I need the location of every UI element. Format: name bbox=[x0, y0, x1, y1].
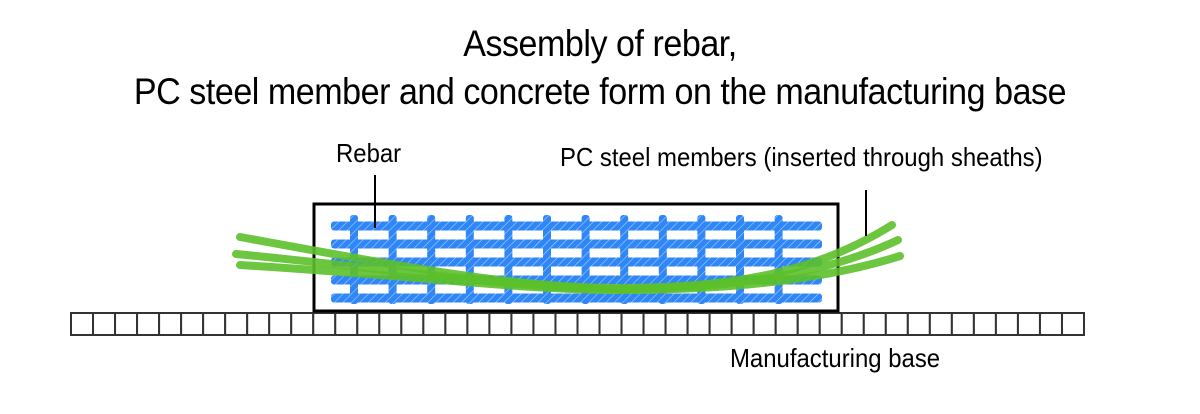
base-cell bbox=[730, 312, 755, 336]
base-cell bbox=[862, 312, 887, 336]
base-cell bbox=[972, 312, 997, 336]
rebar-horizontal-bar bbox=[331, 239, 822, 249]
concrete-form bbox=[312, 202, 840, 313]
base-cell bbox=[444, 312, 469, 336]
base-cell bbox=[268, 312, 293, 336]
base-cell bbox=[180, 312, 205, 336]
base-cell bbox=[488, 312, 513, 336]
base-cell bbox=[114, 312, 139, 336]
base-cell bbox=[510, 312, 535, 336]
rebar-vertical-bar bbox=[581, 215, 590, 304]
base-cell bbox=[796, 312, 821, 336]
base-cell bbox=[884, 312, 909, 336]
base-cell bbox=[70, 312, 95, 336]
base-cell bbox=[840, 312, 865, 336]
rebar-vertical-bar bbox=[504, 215, 513, 304]
rebar-vertical-bar bbox=[465, 215, 474, 304]
base-cell bbox=[752, 312, 777, 336]
base-cell bbox=[708, 312, 733, 336]
base-cell bbox=[620, 312, 645, 336]
manufacturing-base-label: Manufacturing base bbox=[730, 343, 941, 373]
title-line-1: Assembly of rebar, bbox=[463, 23, 737, 64]
pc-steel-members bbox=[232, 221, 904, 295]
base-cell bbox=[532, 312, 557, 336]
base-cell bbox=[1016, 312, 1041, 336]
base-cell bbox=[136, 312, 161, 336]
base-cell bbox=[202, 312, 227, 336]
base-cell bbox=[422, 312, 447, 336]
base-cell bbox=[642, 312, 667, 336]
rebar-vertical-bar bbox=[658, 215, 667, 304]
base-cell bbox=[1038, 312, 1063, 336]
base-cell bbox=[928, 312, 953, 336]
base-cell bbox=[224, 312, 249, 336]
base-cell bbox=[906, 312, 931, 336]
pc-steel-label: PC steel members (inserted through sheat… bbox=[560, 142, 1043, 172]
rebar-horizontal-bar bbox=[331, 221, 822, 231]
base-cell bbox=[554, 312, 579, 336]
base-cell bbox=[92, 312, 117, 336]
base-cell bbox=[664, 312, 689, 336]
base-cell bbox=[774, 312, 799, 336]
base-cell bbox=[246, 312, 271, 336]
rebar-label: Rebar bbox=[336, 138, 402, 168]
base-cell bbox=[312, 312, 337, 336]
base-cell bbox=[994, 312, 1019, 336]
rebar-vertical-bar bbox=[620, 215, 629, 304]
title-line-2: PC steel member and concrete form on the… bbox=[133, 71, 1067, 112]
base-cell bbox=[818, 312, 843, 336]
base-cell bbox=[466, 312, 491, 336]
base-cell bbox=[356, 312, 381, 336]
manufacturing-base bbox=[70, 312, 1086, 336]
rebar-vertical-bar bbox=[388, 215, 397, 304]
rebar-horizontal-bar bbox=[331, 293, 822, 303]
base-cell bbox=[158, 312, 183, 336]
base-cell bbox=[400, 312, 425, 336]
base-cell bbox=[334, 312, 359, 336]
rebar-vertical-bar bbox=[736, 215, 744, 304]
base-cell bbox=[378, 312, 403, 336]
rebar-vertical-bar bbox=[427, 215, 436, 304]
rebar-vertical-bar bbox=[774, 215, 783, 304]
base-cell bbox=[686, 312, 711, 336]
base-cell bbox=[290, 312, 315, 336]
base-cell bbox=[950, 312, 975, 336]
base-cell bbox=[576, 312, 601, 336]
base-cell bbox=[598, 312, 623, 336]
pc-steel-strand bbox=[236, 252, 904, 295]
base-cell bbox=[1060, 312, 1086, 336]
